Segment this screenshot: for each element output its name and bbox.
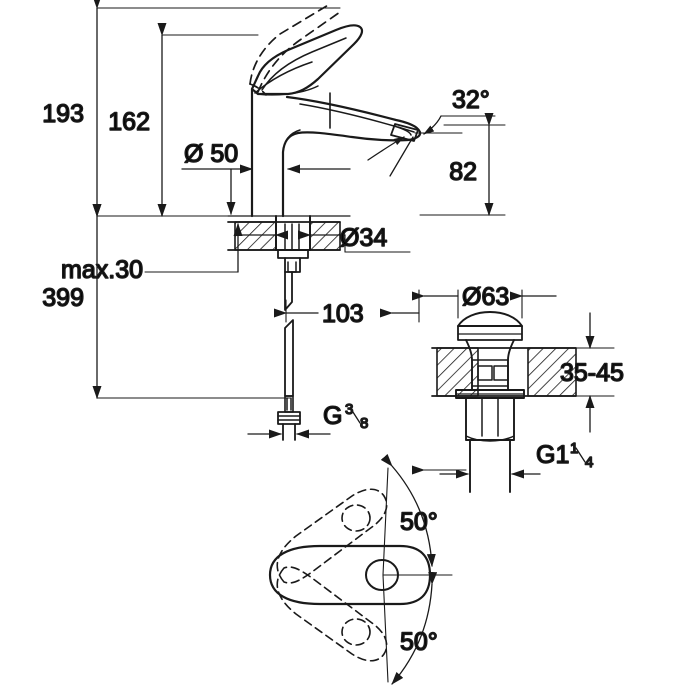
dimension-label-g114-denominator: 4 [585, 454, 593, 471]
hose-end-fitting [277, 411, 301, 441]
deck-section [227, 221, 341, 251]
dimension-82: 82 [419, 113, 506, 216]
spout-angle-pointers [367, 136, 414, 177]
dimension-dia34: Ø34 [236, 223, 411, 253]
dimension-label-dia50: Ø 50 [184, 140, 238, 168]
drain-nut [465, 397, 515, 442]
dimension-label-35-45: 35-45 [560, 359, 624, 387]
drain-body [465, 339, 515, 391]
faucet-lever-raised-ghost [249, 3, 341, 96]
faucet-spout [281, 95, 422, 218]
dimension-label-g114-numerator: 1 [570, 440, 578, 457]
dimension-label-max30: max.30 [61, 256, 143, 284]
dimension-35-45: 35-45 [527, 312, 625, 433]
drain-cap [457, 311, 523, 341]
dimension-thread-g114: G1 1 4 [439, 439, 594, 479]
dimension-label-angle-50-lower: 50° [400, 628, 438, 656]
dimension-label-angle-50-upper: 50° [400, 508, 438, 536]
dimension-label-162: 162 [108, 108, 150, 136]
drain-tailpipe [469, 439, 511, 493]
dimension-label-g38-denominator: 8 [360, 415, 368, 432]
dimension-dia63: Ø63 [412, 282, 557, 319]
dimension-angle-50-lower: 50° [391, 571, 439, 685]
dimension-label-g38-numerator: 3 [345, 401, 353, 418]
dimension-label-g114-prefix: G1 [536, 441, 569, 469]
dimension-dia50: Ø 50 [181, 139, 253, 215]
dimension-162: 162 [108, 23, 259, 217]
dimension-label-399: 399 [42, 284, 84, 312]
plan-lever-rotated-right [276, 566, 388, 662]
dimension-label-angle-32: 32° [452, 86, 490, 114]
dimension-103: 103 [274, 289, 420, 329]
dimension-angle-50-upper: 50° [380, 453, 467, 567]
drain-flange [455, 389, 525, 399]
dimension-angle-32: 32° [414, 85, 496, 135]
dimension-label-dia63: Ø63 [462, 283, 509, 311]
spout-aerator [390, 123, 419, 142]
dimension-max30: max.30 [60, 223, 243, 285]
dimension-label-193: 193 [42, 100, 84, 128]
plan-lever-rotated-left [276, 488, 388, 584]
dimension-label-g38-prefix: G [323, 402, 342, 430]
dimension-thread-g38: G 3 8 [247, 400, 369, 439]
drain-basin-section [431, 347, 577, 397]
dimension-label-82: 82 [449, 158, 477, 186]
dimension-label-dia34: Ø34 [340, 224, 387, 252]
dimension-label-103: 103 [322, 300, 364, 328]
dimension-399: 399 [42, 204, 291, 399]
supply-hose-upper [284, 271, 293, 311]
dimension-193: 193 [42, 0, 341, 217]
